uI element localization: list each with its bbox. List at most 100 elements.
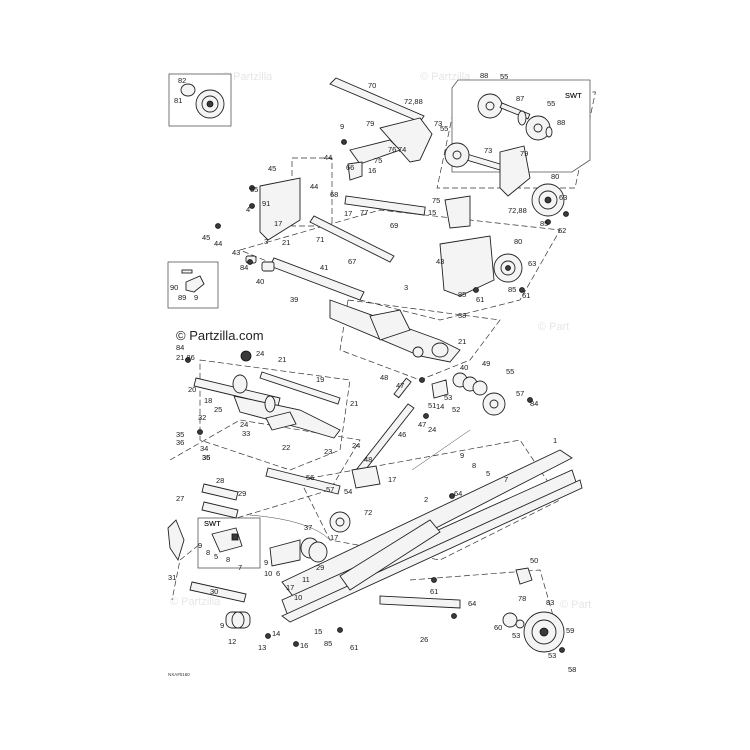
rail-bracket (339, 519, 441, 591)
upper-cross-shaft (329, 77, 425, 123)
part-callout-label: 61 (476, 295, 484, 304)
part-callout-label: 40 (460, 363, 468, 372)
part-callout-label: 14 (272, 629, 280, 638)
swt-idler-box: SWT (451, 79, 591, 173)
slide-rail (281, 449, 583, 623)
part-callout-label: 39 (290, 295, 298, 304)
part-callout-label: 53 (548, 651, 556, 660)
part-callout-label: 35 (176, 430, 184, 439)
part-callout-label: 29 (316, 563, 324, 572)
left-front-bracket (259, 177, 301, 241)
part-callout-label: 2 (424, 495, 428, 504)
rear-spring-assembly (225, 514, 331, 629)
part-callout-label: 23 (324, 447, 332, 456)
part-callout-label: 81 (174, 96, 182, 105)
swt-bracket-box-title: SWT (204, 519, 221, 528)
end-cap (515, 567, 533, 585)
part-callout-label: 8 (226, 555, 230, 564)
part-callout-label: 27 (176, 494, 184, 503)
part-callout-label: 62 (558, 226, 566, 235)
part-callout-label: 15 (428, 208, 436, 217)
part-callout-label: 24 (352, 441, 360, 450)
part-callout-label: 76 (388, 145, 396, 154)
rear-arm-assembly (193, 371, 506, 439)
part-callout-label: 17 (344, 209, 352, 218)
rear-wheel-assembly (502, 611, 565, 653)
part-callout-label: 70 (368, 81, 376, 90)
side-plate (444, 195, 471, 229)
part-callout-label: 35 (202, 453, 210, 462)
part-callout-label: 57 (326, 485, 334, 494)
part-callout-label: 17 (286, 583, 294, 592)
part-callout-label: 21,86 (176, 353, 195, 362)
part-callout-label: 49 (482, 359, 490, 368)
part-callout-label: 45 (202, 233, 210, 242)
rear-axle (379, 595, 461, 609)
part-callout-label: 18 (204, 396, 212, 405)
part-callout-label: 31 (168, 573, 176, 582)
part-callout-label: 16 (300, 641, 308, 650)
part-callout-label: 88 (557, 118, 565, 127)
part-callout-label: 9 (264, 558, 268, 567)
rear-lower-shafts (201, 465, 381, 533)
part-callout-label: 73 (434, 119, 442, 128)
part-callout-label: 32 (198, 413, 206, 422)
part-callout-label: 10 (264, 569, 272, 578)
part-callout-label: 77 (360, 208, 368, 217)
inset-bearing-box (168, 73, 232, 127)
part-callout-label: 72 (364, 508, 372, 517)
part-callout-label: 56 (306, 473, 314, 482)
part-callout-label: 51 (428, 401, 436, 410)
part-callout-label: 58 (568, 665, 576, 674)
rear-cross-shaft (259, 371, 341, 405)
shock-absorber (355, 377, 471, 475)
part-callout-label: 37 (304, 523, 312, 532)
part-callout-label: 52 (452, 405, 460, 414)
link-plate (167, 519, 185, 562)
part-callout-label: 48 (380, 373, 388, 382)
part-callout-label: 91 (262, 199, 270, 208)
figure-code: NXA#0160 (168, 672, 190, 677)
part-callout-label: 82 (178, 76, 186, 85)
part-callout-label: 50 (530, 556, 538, 565)
part-callout-label: 6 (276, 569, 280, 578)
watermark-text: © Partzilla.com (176, 328, 264, 343)
part-callout-label: 24 (428, 425, 436, 434)
svg-text:© Partzilla: © Partzilla (170, 596, 221, 608)
part-callout-label: 10 (294, 593, 302, 602)
part-callout-label: 85 (508, 285, 516, 294)
part-callout-label: 80 (551, 172, 559, 181)
part-callout-label: 11 (302, 575, 310, 584)
part-callout-label: 79 (366, 119, 374, 128)
part-callout-label: 45 (268, 164, 276, 173)
part-callout-label: 66 (346, 163, 354, 172)
part-callout-label: 87 (516, 94, 524, 103)
part-callout-label: 1 (553, 436, 557, 445)
part-callout-label: SWT (565, 91, 582, 100)
part-callout-label: 75 (432, 196, 440, 205)
part-callout-label: 47 (418, 420, 426, 429)
part-callout-label: 9 (194, 293, 198, 302)
bracket-tab (185, 275, 205, 293)
part-callout-label: 17 (330, 533, 338, 542)
part-callout-label: 73 (484, 146, 492, 155)
part-callout-label: 21 (278, 355, 286, 364)
part-callout-label: 3 (264, 237, 268, 246)
part-callout-label: 46 (398, 430, 406, 439)
part-callout-label: 71 (316, 235, 324, 244)
part-callout-label: 34 (200, 444, 208, 453)
part-callout-label: 53 (512, 631, 520, 640)
part-callout-label: 36 (176, 438, 184, 447)
part-callout-label: 5 (214, 552, 218, 561)
part-callout-label: 9 (220, 621, 224, 630)
upper-arm-bracket (379, 117, 433, 163)
pivot-arm (329, 299, 461, 363)
part-callout-label: 43 (232, 248, 240, 257)
part-callout-label: 84 (240, 263, 248, 272)
part-callout-label: 72,88 (404, 97, 423, 106)
part-callout-label: 57 (516, 389, 524, 398)
part-callout-label: 21 (282, 238, 290, 247)
part-callout-label: 21 (458, 337, 466, 346)
upper-shaft-assembly (259, 77, 565, 241)
